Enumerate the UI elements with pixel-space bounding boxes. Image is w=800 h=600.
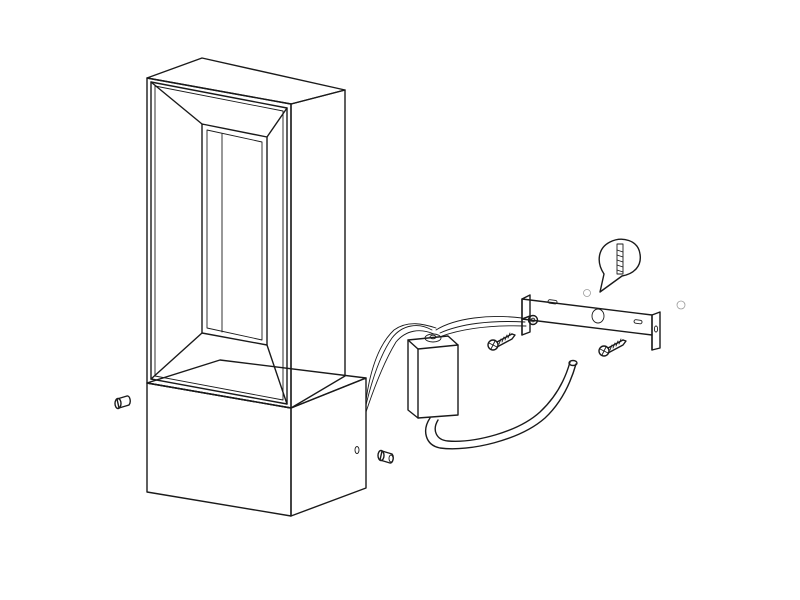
end-cap-right <box>377 449 394 464</box>
wall-bracket <box>521 294 661 351</box>
screw-right <box>598 338 627 357</box>
supply-cable <box>424 359 578 450</box>
junction-box <box>407 316 527 419</box>
base-screw-hole <box>354 446 360 454</box>
lamp-wires <box>365 323 437 413</box>
bracket-center-hole <box>591 308 605 324</box>
end-cap-left <box>114 395 131 410</box>
wall-hole-markers <box>583 289 686 310</box>
wall-plug-callout <box>598 238 641 293</box>
lamp-head <box>146 57 346 409</box>
screw-left <box>487 332 516 351</box>
